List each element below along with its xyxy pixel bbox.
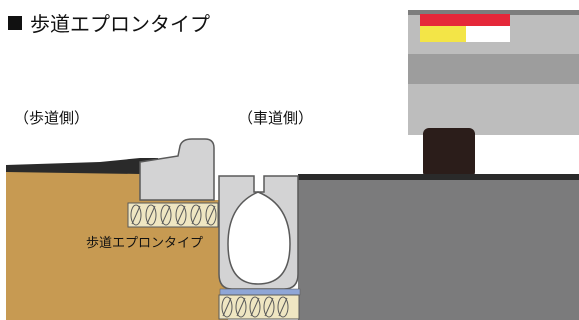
sidewalk-soil [6, 172, 148, 320]
bedding-hatch-line [206, 205, 216, 225]
car [408, 10, 579, 178]
bedding-hatch-line [176, 205, 186, 225]
apron-block [139, 138, 215, 201]
apron-bedding-hatching [130, 204, 217, 226]
bedding-stone [205, 204, 217, 226]
sidewalk-pavement [6, 158, 158, 174]
title-square-icon [8, 15, 22, 30]
mortar-layer [219, 288, 301, 296]
gutter-opening [227, 191, 291, 285]
bedding-hatch-line [146, 205, 156, 225]
tail-light-white [466, 26, 510, 42]
bedding-hatch-line [222, 297, 232, 317]
diagram-title: 歩道エプロンタイプ [8, 8, 210, 37]
gutter-bedding-hatching [221, 296, 289, 318]
bedding-hatch-line [131, 205, 141, 225]
car-roof-line [408, 10, 579, 15]
bedding-stone [277, 296, 289, 318]
tire [423, 128, 475, 178]
bedding-stone [263, 296, 275, 318]
bedding-hatch-line [161, 205, 171, 225]
apron-bedding [127, 202, 219, 228]
bedding-stone [235, 296, 247, 318]
tail-light-red [420, 14, 510, 26]
bedding-stone [221, 296, 233, 318]
bedding-stone [190, 204, 202, 226]
tail-light-yellow [420, 26, 466, 42]
road-surface [298, 176, 579, 320]
bedding-hatch-line [236, 297, 246, 317]
bedding-hatch-line [191, 205, 201, 225]
bedding-stone [249, 296, 261, 318]
bedding-stone [145, 204, 157, 226]
car-bumper [408, 54, 579, 84]
soil-right-of-gutter [140, 200, 228, 320]
bedding-hatch-line [264, 297, 274, 317]
bedding-stone [160, 204, 172, 226]
road-side-label: （車道側） [238, 109, 314, 127]
bedding-stone [175, 204, 187, 226]
sidewalk-side-label: （歩道側） [14, 109, 90, 127]
road-asphalt-edge [298, 174, 579, 180]
bedding-hatch-line [250, 297, 260, 317]
bedding-hatch-line [278, 297, 288, 317]
bedding-stone [130, 204, 142, 226]
title-text: 歩道エプロンタイプ [30, 12, 210, 36]
apron-type-label: 歩道エプロンタイプ [86, 236, 204, 251]
